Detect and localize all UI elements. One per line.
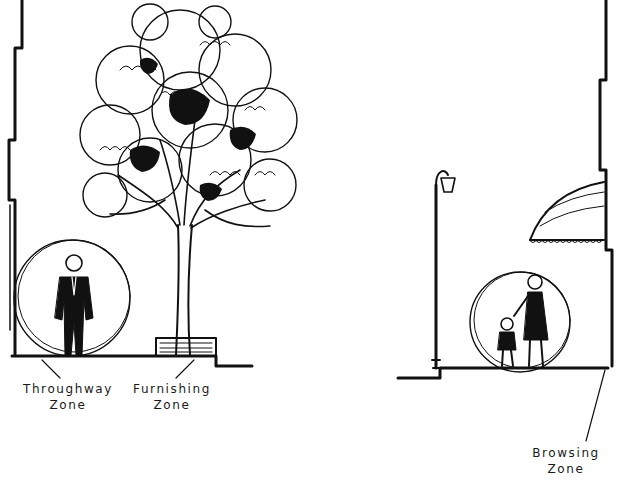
zone-label: Furnishing Zone [131,381,213,413]
zone-label: Throughway Zone [21,381,115,413]
zone-label: Browsing Zone [530,445,602,477]
